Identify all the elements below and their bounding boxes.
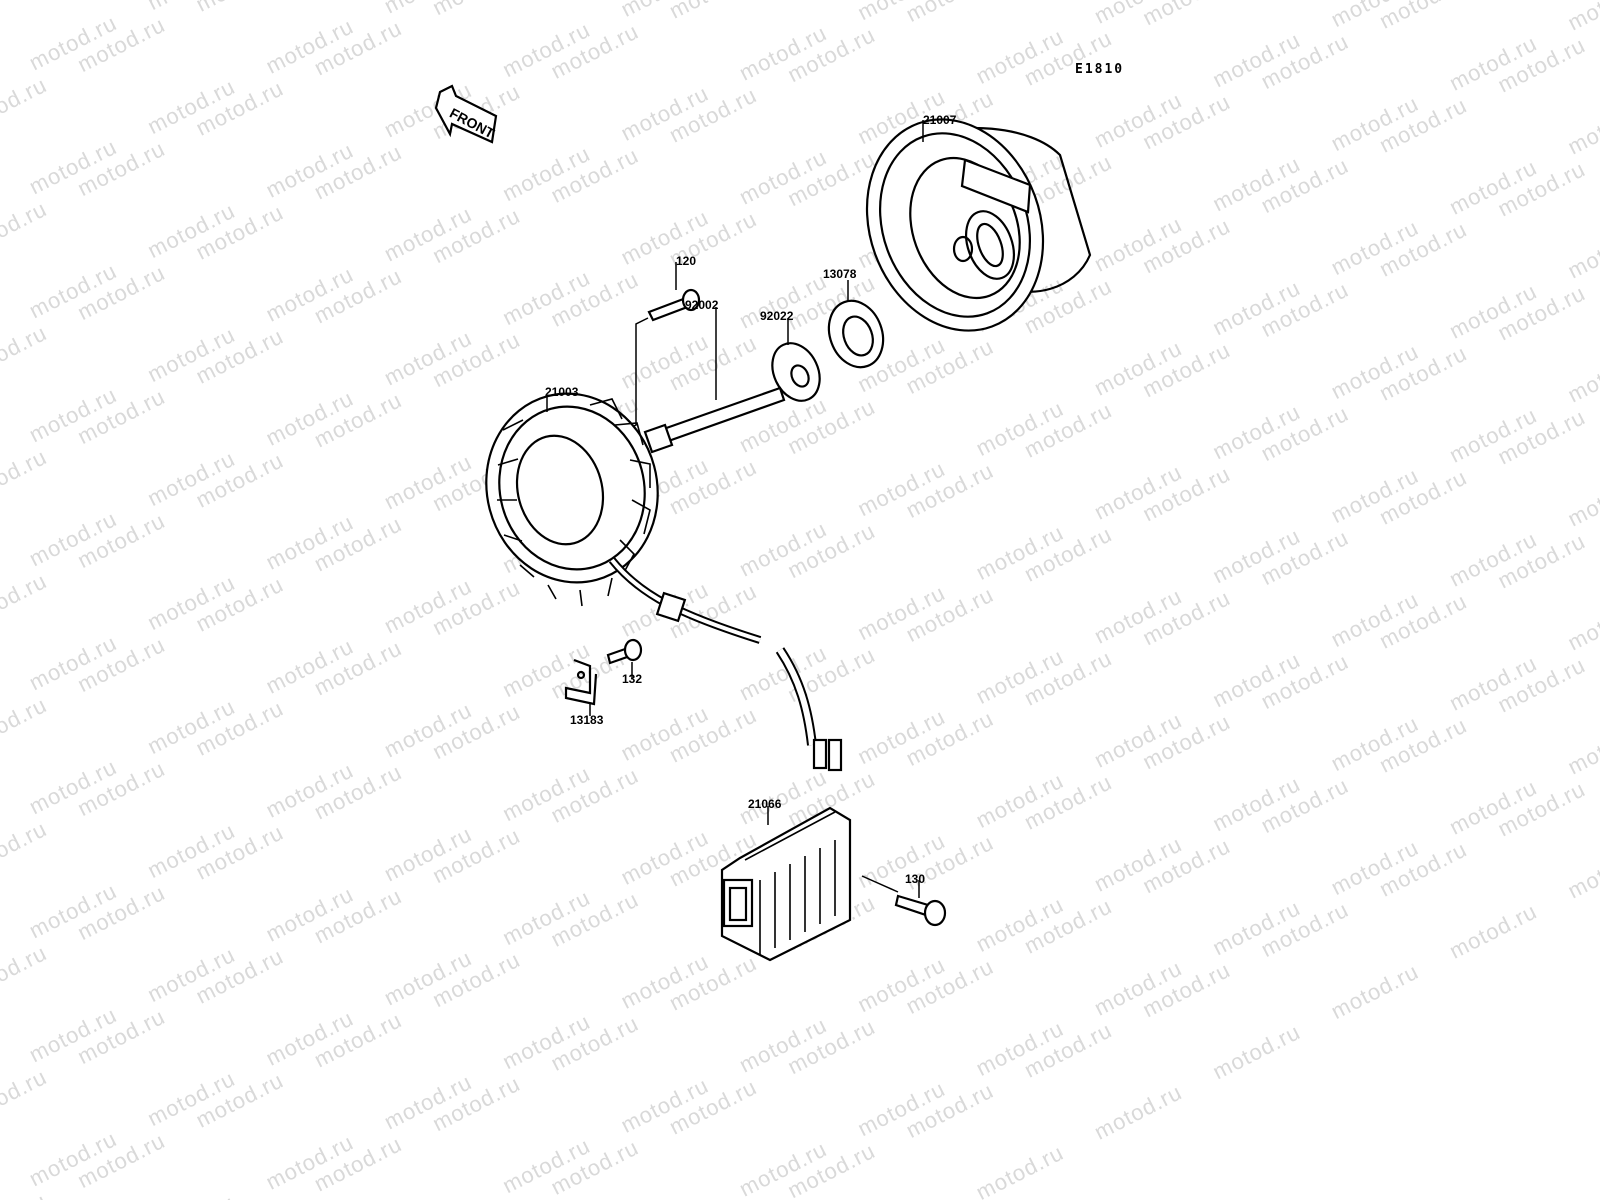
part-label-13183: 13183: [570, 713, 604, 727]
part-label-120: 120: [676, 254, 697, 268]
part-label-92002: 92002: [685, 298, 719, 312]
diagram-code: E1810: [1075, 62, 1125, 77]
part-label-21007: 21007: [923, 113, 957, 127]
part-label-21003: 21003: [545, 385, 579, 399]
part-label-21066: 21066: [748, 797, 782, 811]
rotor-bolt-92002: [643, 307, 786, 454]
part-label-92022: 92022: [760, 309, 794, 323]
bolt-132: [606, 638, 643, 678]
part-label-13078: 13078: [823, 267, 857, 281]
bolt-130: [894, 880, 947, 927]
washer-92022: [771, 318, 821, 402]
clamp-13183: [564, 658, 598, 716]
gear-13078: [827, 280, 885, 369]
regulator-rectifier-21066: [720, 806, 899, 962]
part-label-132: 132: [622, 672, 643, 686]
rotor-21007: [865, 118, 1092, 332]
stator-21003: [485, 392, 843, 772]
bolt-120: [619, 262, 701, 433]
part-label-130: 130: [905, 872, 926, 886]
front-arrow-icon: FRONT: [434, 84, 498, 144]
